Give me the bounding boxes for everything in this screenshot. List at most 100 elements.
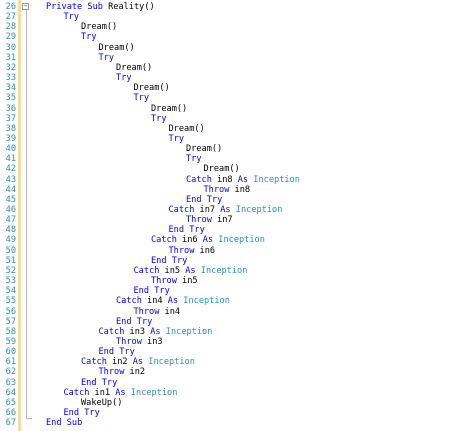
keyword-token: Catch	[133, 265, 160, 276]
code-line[interactable]: Dream()	[169, 124, 205, 134]
line-number: 64	[5, 387, 16, 398]
keyword-token: Throw	[203, 184, 230, 195]
code-line[interactable]: Catch in8 As Inception	[186, 175, 300, 185]
line-number: 47	[5, 215, 16, 226]
code-token: Dream()	[151, 103, 188, 114]
code-line[interactable]: End Sub	[46, 418, 82, 428]
code-line[interactable]: Dream()	[186, 144, 222, 154]
code-line[interactable]: Catch in2 As Inception	[81, 357, 195, 367]
keyword-token: End	[186, 194, 202, 205]
keyword-token: As	[237, 174, 249, 185]
type-token: Inception	[200, 265, 248, 276]
code-line[interactable]: Private Sub Reality()	[46, 2, 155, 12]
keyword-token: Throw	[186, 215, 212, 226]
keyword-token: End	[116, 316, 132, 327]
line-number: 65	[5, 397, 16, 408]
code-line[interactable]: Try	[99, 53, 115, 63]
code-line[interactable]: End Try	[99, 347, 135, 357]
code-line[interactable]: Dream()	[99, 43, 135, 53]
code-line[interactable]: End Try	[134, 286, 170, 296]
code-token: in3	[141, 336, 163, 347]
code-token: in1	[89, 387, 116, 398]
line-number: 52	[5, 265, 16, 276]
code-line[interactable]: Catch in4 As Inception	[116, 296, 230, 306]
code-line[interactable]: Throw in2	[99, 367, 146, 377]
keyword-token: Throw	[151, 276, 177, 287]
keyword-token: End	[151, 255, 167, 266]
keyword-token: End	[81, 377, 97, 388]
line-number: 37	[5, 113, 16, 124]
code-line[interactable]: Throw in6	[169, 246, 216, 256]
code-line[interactable]: End Try	[151, 256, 187, 266]
code-line[interactable]: Catch in1 As Inception	[64, 388, 178, 398]
code-line[interactable]: Throw in5	[151, 276, 198, 286]
keyword-token: As	[220, 205, 231, 215]
line-number: 56	[5, 306, 16, 317]
code-line[interactable]: End Try	[81, 378, 117, 388]
code-line[interactable]: Dream()	[134, 83, 170, 93]
code-line[interactable]: Throw in7	[186, 215, 233, 225]
line-number: 54	[5, 286, 16, 297]
code-line[interactable]: Try	[81, 32, 97, 42]
code-line[interactable]: End Try	[64, 408, 100, 418]
code-line[interactable]: Dream()	[151, 104, 187, 114]
line-number: 30	[5, 42, 16, 53]
keyword-token: Private	[46, 2, 83, 12]
line-number: 32	[5, 62, 16, 73]
minus-icon[interactable]: −	[22, 2, 29, 10]
code-line[interactable]: Catch in5 As Inception	[134, 266, 248, 276]
code-line[interactable]: Throw in8	[204, 185, 251, 195]
code-token: Dream()	[168, 123, 205, 134]
keyword-token: Sub	[87, 2, 103, 12]
line-number: 38	[5, 123, 16, 134]
code-line[interactable]: Try	[151, 114, 167, 124]
code-line[interactable]: Catch in6 As Inception	[151, 235, 265, 245]
code-line[interactable]: Throw in4	[134, 307, 181, 317]
code-line[interactable]: End Try	[186, 195, 222, 205]
keyword-token: Try	[98, 52, 115, 63]
code-line[interactable]: Try	[116, 73, 132, 83]
code-line[interactable]: Catch in7 As Inception	[169, 205, 283, 215]
keyword-token: Catch	[186, 174, 212, 185]
code-token: in8	[229, 184, 251, 195]
code-line[interactable]: Dream()	[116, 63, 152, 73]
code-line[interactable]: Dream()	[204, 164, 240, 174]
code-line[interactable]: Dream()	[81, 22, 117, 32]
code-line[interactable]: Try	[134, 93, 150, 103]
line-number: 59	[5, 336, 16, 347]
code-token: in5	[176, 276, 198, 287]
line-number: 28	[5, 22, 16, 33]
line-number: 40	[5, 144, 16, 155]
code-line[interactable]: WakeUp()	[81, 398, 122, 408]
keyword-token: Catch	[63, 387, 90, 398]
keyword-token: Try	[186, 154, 202, 165]
keyword-token: As	[115, 387, 126, 398]
code-token: Dream()	[98, 42, 135, 53]
keyword-token: Try	[119, 347, 135, 358]
keyword-token: Throw	[116, 336, 142, 347]
code-token: in4	[141, 296, 168, 307]
outline-fold-end	[26, 418, 32, 419]
keyword-token: End	[168, 225, 185, 236]
code-line[interactable]: End Try	[169, 225, 205, 235]
code-token: Dream()	[81, 22, 118, 33]
keyword-token: End	[63, 408, 80, 418]
code-line[interactable]: Throw in3	[116, 337, 163, 347]
line-number: 50	[5, 245, 16, 256]
keyword-token: Try	[168, 133, 185, 144]
code-line[interactable]: Try	[64, 12, 80, 22]
line-number: 34	[5, 83, 16, 94]
code-line[interactable]: Try	[169, 134, 185, 144]
keyword-token: Throw	[133, 306, 160, 317]
line-number: 27	[5, 12, 16, 23]
code-line[interactable]: Try	[186, 154, 202, 164]
code-line[interactable]: End Try	[116, 317, 152, 327]
keyword-token: Try	[84, 408, 100, 418]
change-tracking-bar	[18, 0, 21, 431]
type-token: Inception	[235, 205, 283, 215]
code-line[interactable]: Catch in3 As Inception	[99, 327, 213, 337]
line-number: 51	[5, 255, 16, 266]
line-number: 42	[5, 164, 16, 175]
keyword-token: Catch	[151, 235, 177, 246]
